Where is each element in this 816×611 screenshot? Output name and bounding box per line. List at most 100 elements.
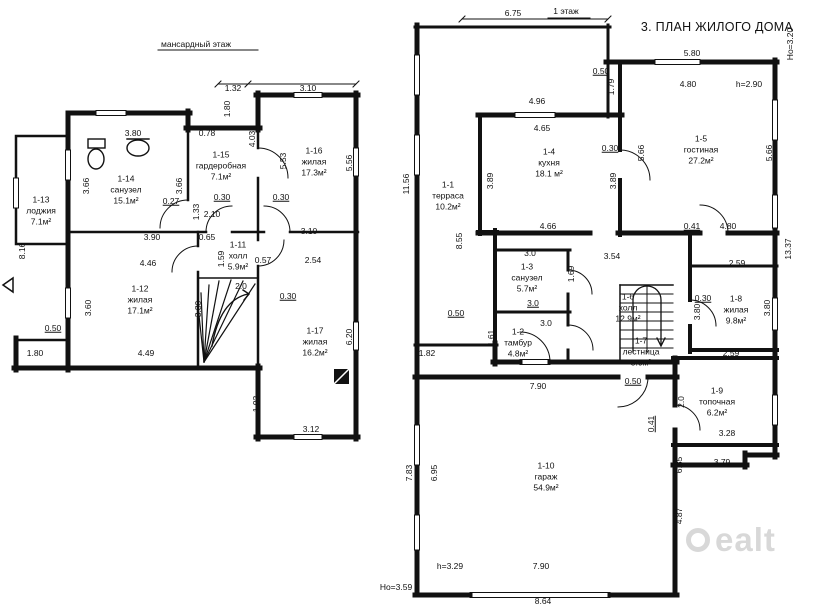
dimension-label: 1.32: [224, 82, 242, 93]
dimension-label: 3.54: [603, 250, 621, 261]
dimension-label: 1.80: [221, 100, 232, 118]
room-id: 1-3: [520, 261, 534, 272]
room-area: 54.9м²: [533, 482, 559, 493]
attic-floor-label: мансардный этаж: [160, 39, 232, 49]
dimension-label: 3.0: [540, 317, 552, 328]
room-name: жилая: [301, 156, 327, 167]
room-name: терраса: [432, 190, 464, 201]
dimension-label: 5.66: [635, 144, 646, 162]
room-area: 17.1м²: [127, 305, 153, 316]
dimension-label: 5.53: [277, 152, 288, 170]
room-name: тамбур: [504, 337, 532, 348]
room-id: 1-12: [131, 283, 149, 294]
dimension-label: 6.20: [343, 328, 354, 346]
dimension-label: 0.65: [198, 231, 216, 242]
dimension-label: 4.80: [679, 78, 697, 89]
room-area: 6.2м²: [706, 407, 728, 418]
dimension-label: 6.75: [504, 7, 522, 18]
dimension-label: 3.0: [524, 247, 536, 258]
dimension-label: 0.41: [683, 220, 701, 231]
dimension-label: 3.66: [80, 177, 91, 195]
dimension-label: 1.69: [565, 265, 576, 283]
dimension-label: 4.49: [137, 347, 155, 358]
room-name: холл: [228, 250, 248, 261]
attic-windows: [12, 91, 360, 441]
room-area: 5.9м²: [227, 261, 249, 272]
room-id: 1-14: [117, 173, 135, 184]
room-id: 1-9: [710, 385, 724, 396]
first-floor-stairs-icon: [619, 284, 674, 361]
dimension-label: 7.83: [403, 464, 414, 482]
room-name: жилая: [127, 294, 153, 305]
dimension-label: 0.30: [279, 290, 297, 301]
dimension-label: 3.90: [143, 231, 161, 242]
dimension-label: 0.30: [601, 142, 619, 153]
dimension-label: 2.54: [304, 254, 322, 265]
first-floor-label: 1 этаж: [553, 6, 579, 16]
room-area: 7.1м²: [210, 171, 232, 182]
dimension-label: 4.03: [246, 130, 257, 148]
attic-stairs-icon: [197, 279, 256, 363]
dimension-label: 3.60: [82, 299, 93, 317]
dimension-label: 3.80: [691, 303, 702, 321]
attic-door-arcs: [159, 147, 291, 273]
room-id: 1-8: [729, 293, 743, 304]
dimension-label: 11.56: [400, 173, 411, 195]
room-id: 1-4: [542, 146, 556, 157]
room-area: 16.2м²: [302, 347, 328, 358]
room-id: 1-7: [634, 335, 648, 346]
dimension-label: 4.66: [539, 220, 557, 231]
dimension-label: 4.46: [139, 257, 157, 268]
room-name: жилая: [302, 336, 328, 347]
dimension-label: 2.0: [235, 280, 247, 291]
dimension-label: 3.80: [124, 127, 142, 138]
room-id: 1-1: [441, 179, 455, 190]
room-name: гараж: [534, 471, 558, 482]
sink-icon: [126, 138, 150, 157]
dimension-label: 6.35: [673, 456, 684, 474]
dimension-label: 4.87: [673, 507, 684, 525]
dimension-label: 1.82: [418, 347, 436, 358]
room-name: гостиная: [683, 144, 719, 155]
room-name: лестница: [622, 346, 660, 357]
room-name: санузел: [110, 184, 142, 195]
room-name: лоджия: [26, 205, 56, 216]
dimension-label: 3.89: [607, 172, 618, 190]
dimension-label: 1.92: [250, 395, 261, 413]
dimension-label: 0.50: [624, 375, 642, 386]
dimension-label: 7.90: [529, 380, 547, 391]
dimension-label: 4.96: [528, 95, 546, 106]
dimension-label: 8.16: [16, 242, 27, 260]
dimension-label: 0.30: [694, 292, 712, 303]
dimension-label: 4.80: [719, 220, 737, 231]
room-id: 1-2: [511, 326, 525, 337]
room-area: 9.8м²: [725, 315, 747, 326]
dimension-label: 5.80: [683, 47, 701, 58]
room-name: жилая: [723, 304, 749, 315]
dimension-label: h=3.29: [436, 560, 464, 571]
room-area: 18.1 м²: [535, 168, 563, 179]
dimension-label: 8.64: [534, 595, 552, 606]
room-area: 15.1м²: [113, 195, 139, 206]
room-area: 5.0м²: [630, 357, 652, 368]
room-name: кухня: [538, 157, 560, 168]
chimney-icon: [332, 367, 351, 386]
first-floor-windows: [413, 54, 779, 598]
dimension-label: 3.10: [300, 225, 318, 236]
dimension-label: 4.65: [533, 122, 551, 133]
dimension-label: 3.80: [192, 300, 203, 318]
dimension-label: h=2.90: [735, 78, 763, 89]
room-area: 4.8м²: [507, 348, 529, 359]
dimension-label: 0.30: [213, 191, 231, 202]
watermark: ealt: [686, 521, 776, 559]
room-name: гардеробная: [195, 160, 247, 171]
dimension-label: 2.59: [722, 347, 740, 358]
room-area: 5.7м²: [516, 283, 538, 294]
